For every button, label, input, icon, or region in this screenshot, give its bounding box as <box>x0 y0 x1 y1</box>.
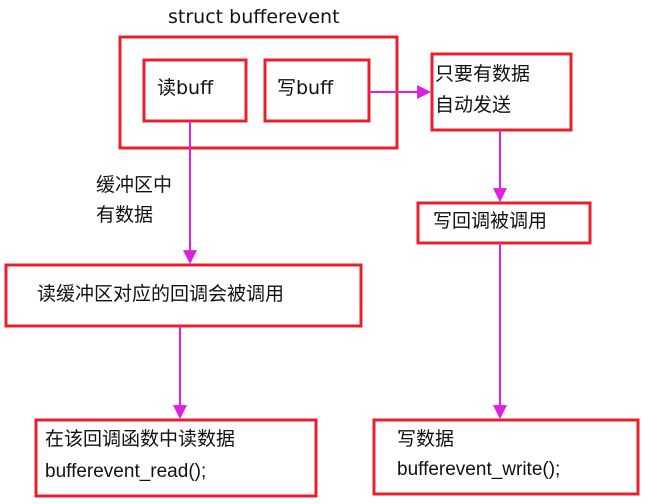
read-buff-box <box>142 58 248 123</box>
auto-send-box <box>430 52 573 132</box>
read-callback-called-label: 读缓冲区对应的回调会被调用 <box>37 283 285 305</box>
auto-send-line2: 自动发送 <box>435 94 512 116</box>
buffer-has-data-line1: 缓冲区中 <box>96 174 173 196</box>
write-callback-called-label: 写回调被调用 <box>433 210 548 232</box>
write-data-box <box>372 418 640 496</box>
write-data-line2: bufferevent_write(); <box>397 459 561 480</box>
read-in-callback-box <box>34 418 318 498</box>
read-in-callback-line1: 在该回调函数中读数据 <box>45 428 236 450</box>
read-in-callback-line2: bufferevent_read(); <box>45 461 207 482</box>
write-callback-called-box <box>416 201 592 245</box>
write-buff-box <box>263 58 371 123</box>
write-buff-label: 写buff <box>277 77 334 99</box>
struct-title: struct bufferevent <box>168 6 340 28</box>
write-data-line1: 写数据 <box>397 428 455 450</box>
auto-send-line1: 只要有数据 <box>435 63 531 85</box>
read-callback-called-box <box>4 263 363 328</box>
read-buff-label: 读buff <box>157 77 214 99</box>
buffer-has-data-line2: 有数据 <box>96 204 154 226</box>
